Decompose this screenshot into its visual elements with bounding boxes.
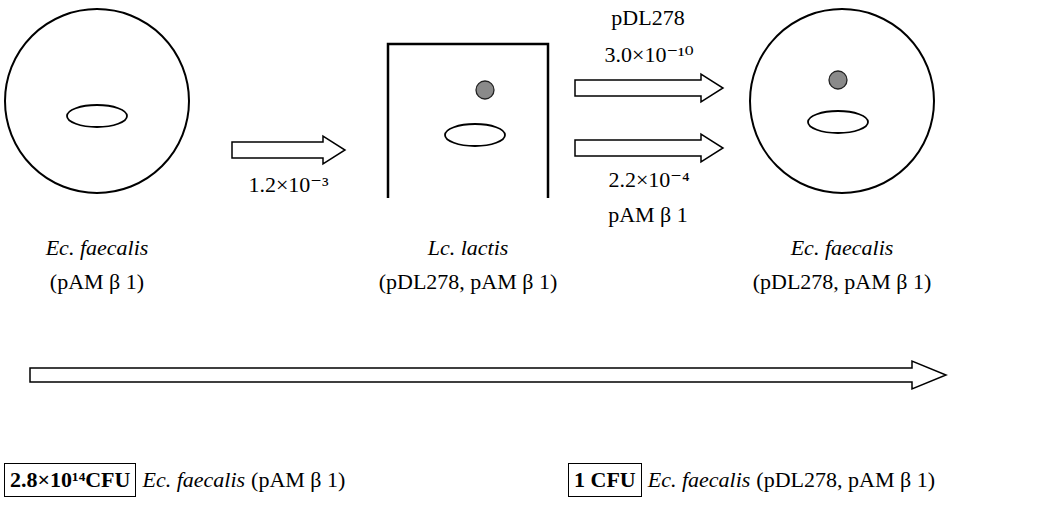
chromosome xyxy=(67,105,127,127)
cell-count: 2.8×10¹⁴CFU xyxy=(10,465,130,495)
transfer-frequency: 3.0×10⁻¹⁰ xyxy=(605,40,694,70)
transfer-frequency: 2.2×10⁻⁴ xyxy=(608,165,689,195)
plasmid-name: pDL278 xyxy=(611,3,684,33)
plasmid-name: (pDL278, pAM β 1) xyxy=(371,265,565,299)
cell-count: 1 CFU xyxy=(574,465,636,495)
plasmid-dot xyxy=(476,81,494,99)
species-name: Ec. faecalis xyxy=(142,465,245,495)
transfer-frequency: 1.2×10⁻³ xyxy=(248,170,328,200)
cell-shape: Lc. lactis(pDL278, pAM β 1) xyxy=(371,4,565,299)
species-name: Ec. faecalis xyxy=(648,465,751,495)
plasmid-name: (pAM β 1) xyxy=(0,265,194,299)
progression-arrow xyxy=(30,361,946,389)
cell-square xyxy=(371,4,565,198)
species-name: Ec. faecalis xyxy=(0,231,194,265)
cell-shape: Ec. faecalis(pAM β 1) xyxy=(0,4,194,299)
transfer-arrow xyxy=(232,136,345,164)
cell-outline xyxy=(750,9,934,193)
plasmid-name: (pAM β 1) xyxy=(251,465,345,495)
count-box: 2.8×10¹⁴CFU xyxy=(4,463,136,497)
plasmid-name: pAM β 1 xyxy=(608,200,688,230)
plasmid-name: (pDL278, pAM β 1) xyxy=(745,265,939,299)
plasmid-dot xyxy=(829,71,847,89)
cell-circle xyxy=(745,4,939,198)
chromosome xyxy=(808,111,868,133)
cell-outline xyxy=(388,44,548,198)
cell-circle xyxy=(0,4,194,198)
transfer-arrow xyxy=(575,134,723,162)
plasmid-name: (pDL278, pAM β 1) xyxy=(756,465,935,495)
transfer-arrow xyxy=(575,74,723,102)
species-name: Ec. faecalis xyxy=(745,231,939,265)
cell-outline xyxy=(5,9,189,193)
cell-shape: Ec. faecalis(pDL278, pAM β 1) xyxy=(745,4,939,299)
species-name: Lc. lactis xyxy=(371,231,565,265)
count-box: 1 CFU xyxy=(568,463,642,497)
chromosome xyxy=(445,124,505,146)
